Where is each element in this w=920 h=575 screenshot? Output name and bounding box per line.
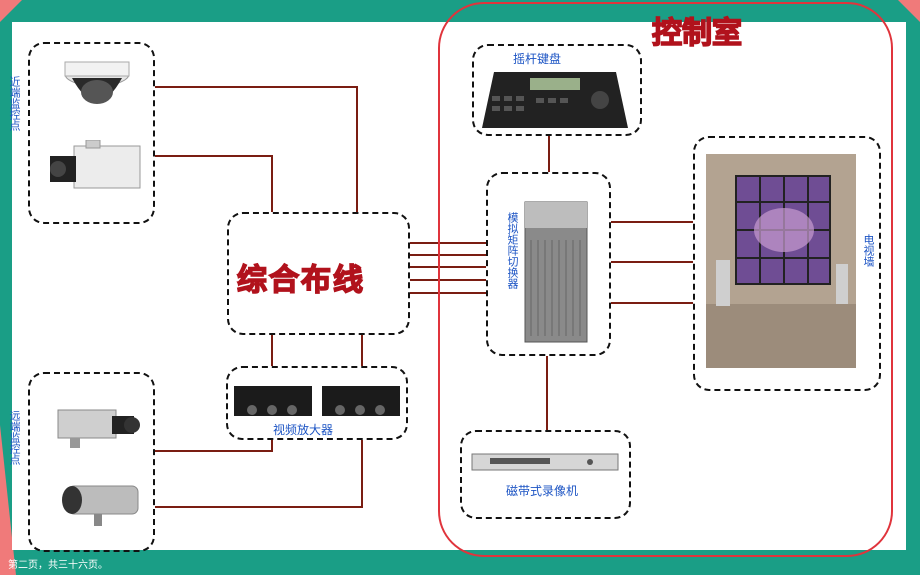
- cabling-hub-label: 综合布线: [236, 262, 365, 299]
- control-room-boundary: [438, 2, 893, 557]
- matrix-switcher-label: 模拟矩阵切换器: [506, 212, 519, 289]
- matrix-switcher-group: [486, 172, 611, 356]
- corner-decoration: [0, 0, 22, 22]
- joystick-keyboard-icon: [482, 72, 628, 128]
- vcr-label: 磁带式录像机: [506, 484, 579, 498]
- wire-amplifier-camera3: [155, 440, 273, 452]
- tv-wall-label: 电视墙: [862, 234, 875, 267]
- box-camera-icon: [57, 409, 140, 448]
- keyboard-label: 摇杆键盘: [513, 52, 562, 66]
- page-footer: 第二页，共三十六页。: [8, 560, 108, 571]
- amplifier-group: [226, 366, 408, 440]
- tv-wall-group: [693, 136, 881, 391]
- control-room-title: 控制室: [651, 15, 743, 52]
- tv-wall-photo-icon: [706, 154, 856, 368]
- vcr-group: [460, 430, 631, 519]
- far-cameras-label: 远端监控点: [8, 410, 21, 465]
- near-cameras-group: [28, 42, 155, 224]
- cabling-hub: [227, 212, 410, 335]
- amplifier-label: 视频放大器: [273, 423, 334, 437]
- amplifier-device-icon: [234, 386, 400, 416]
- box-camera-icon: [50, 140, 141, 189]
- bullet-camera-icon: [62, 485, 139, 526]
- corner-decoration: [898, 0, 920, 22]
- wire-amplifier-camera4: [155, 440, 363, 508]
- dome-camera-icon: [64, 61, 130, 104]
- wire-camera2-hub: [155, 155, 273, 212]
- keyboard-group: [472, 44, 642, 136]
- far-cameras-group: [28, 372, 155, 552]
- near-cameras-label: 近端监控点: [8, 76, 21, 131]
- vcr-device-icon: [471, 453, 619, 471]
- matrix-switcher-icon: [524, 201, 588, 343]
- wire-camera1-hub: [155, 86, 358, 212]
